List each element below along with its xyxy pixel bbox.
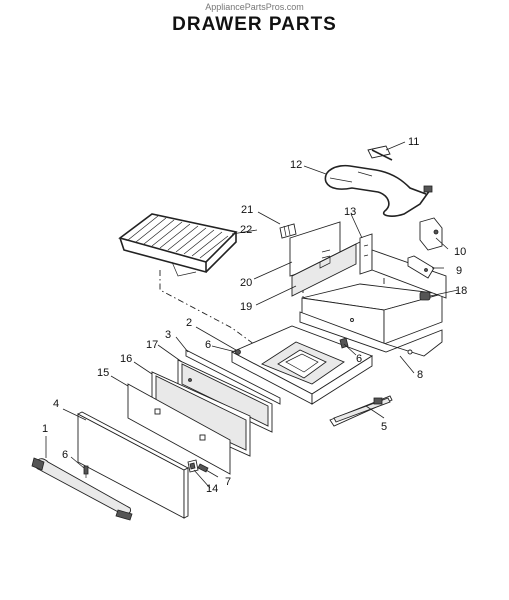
- screw-6-liner[interactable]: [235, 349, 241, 355]
- part-15-outer-panel[interactable]: [127, 383, 231, 475]
- callout-5: 5: [381, 421, 387, 433]
- part-17-glass-panel[interactable]: [177, 359, 273, 433]
- callout-3: 3: [165, 329, 171, 341]
- part-9-mounting-bracket[interactable]: [407, 255, 435, 279]
- callout-6-front: 6: [62, 449, 68, 461]
- callout-15: 15: [97, 367, 109, 379]
- callout-6-rear: 6: [356, 353, 362, 365]
- screw-6-front[interactable]: [83, 465, 89, 478]
- callout-13: 13: [344, 206, 356, 218]
- part-5-drawer-slide-rail[interactable]: [329, 395, 393, 427]
- callout-18: 18: [455, 285, 467, 297]
- part-3-inner-panel[interactable]: [185, 349, 281, 405]
- callout-22: 22: [240, 224, 252, 236]
- part-10-bracket[interactable]: [419, 217, 443, 251]
- callout-7: 7: [225, 476, 231, 488]
- callout-19: 19: [240, 301, 252, 313]
- callout-labels: 1 2 3 4 5 6 6 6 7 8 9 10 11 12 13 14 15 …: [42, 136, 467, 495]
- part-12-warming-element[interactable]: [324, 164, 433, 217]
- callout-21: 21: [241, 204, 253, 216]
- callout-9: 9: [456, 265, 462, 277]
- callout-20: 20: [240, 277, 252, 289]
- part-4-drawer-front-panel[interactable]: [77, 411, 189, 519]
- part-11-terminal-clip[interactable]: [367, 145, 393, 161]
- callout-14: 14: [206, 483, 218, 495]
- callout-11: 11: [408, 136, 419, 148]
- part-8-drawer-housing[interactable]: [299, 249, 447, 357]
- watermark: AppliancePartsPros.com: [205, 2, 304, 12]
- part-21-connector[interactable]: [279, 223, 297, 239]
- diagram-title: DRAWER PARTS: [172, 14, 337, 35]
- part-2-drawer-liner-frame[interactable]: [230, 325, 374, 405]
- callout-10: 10: [454, 246, 466, 258]
- part-1-drawer-handle[interactable]: [31, 457, 133, 521]
- part-22-drawer-rack[interactable]: [118, 213, 238, 277]
- part-13-support-bracket[interactable]: [359, 233, 373, 275]
- callout-4: 4: [53, 398, 59, 410]
- leader-lines: [45, 141, 459, 489]
- callout-6-liner: 6: [205, 339, 211, 351]
- part-14-latch[interactable]: [187, 459, 199, 473]
- callout-17: 17: [146, 339, 158, 351]
- callout-12: 12: [290, 159, 302, 171]
- part-18-sensor[interactable]: [419, 291, 431, 301]
- callout-1: 1: [42, 423, 48, 435]
- callout-16: 16: [120, 353, 132, 365]
- screw-7[interactable]: [197, 463, 209, 473]
- callout-8: 8: [417, 369, 423, 381]
- callout-2: 2: [186, 317, 192, 329]
